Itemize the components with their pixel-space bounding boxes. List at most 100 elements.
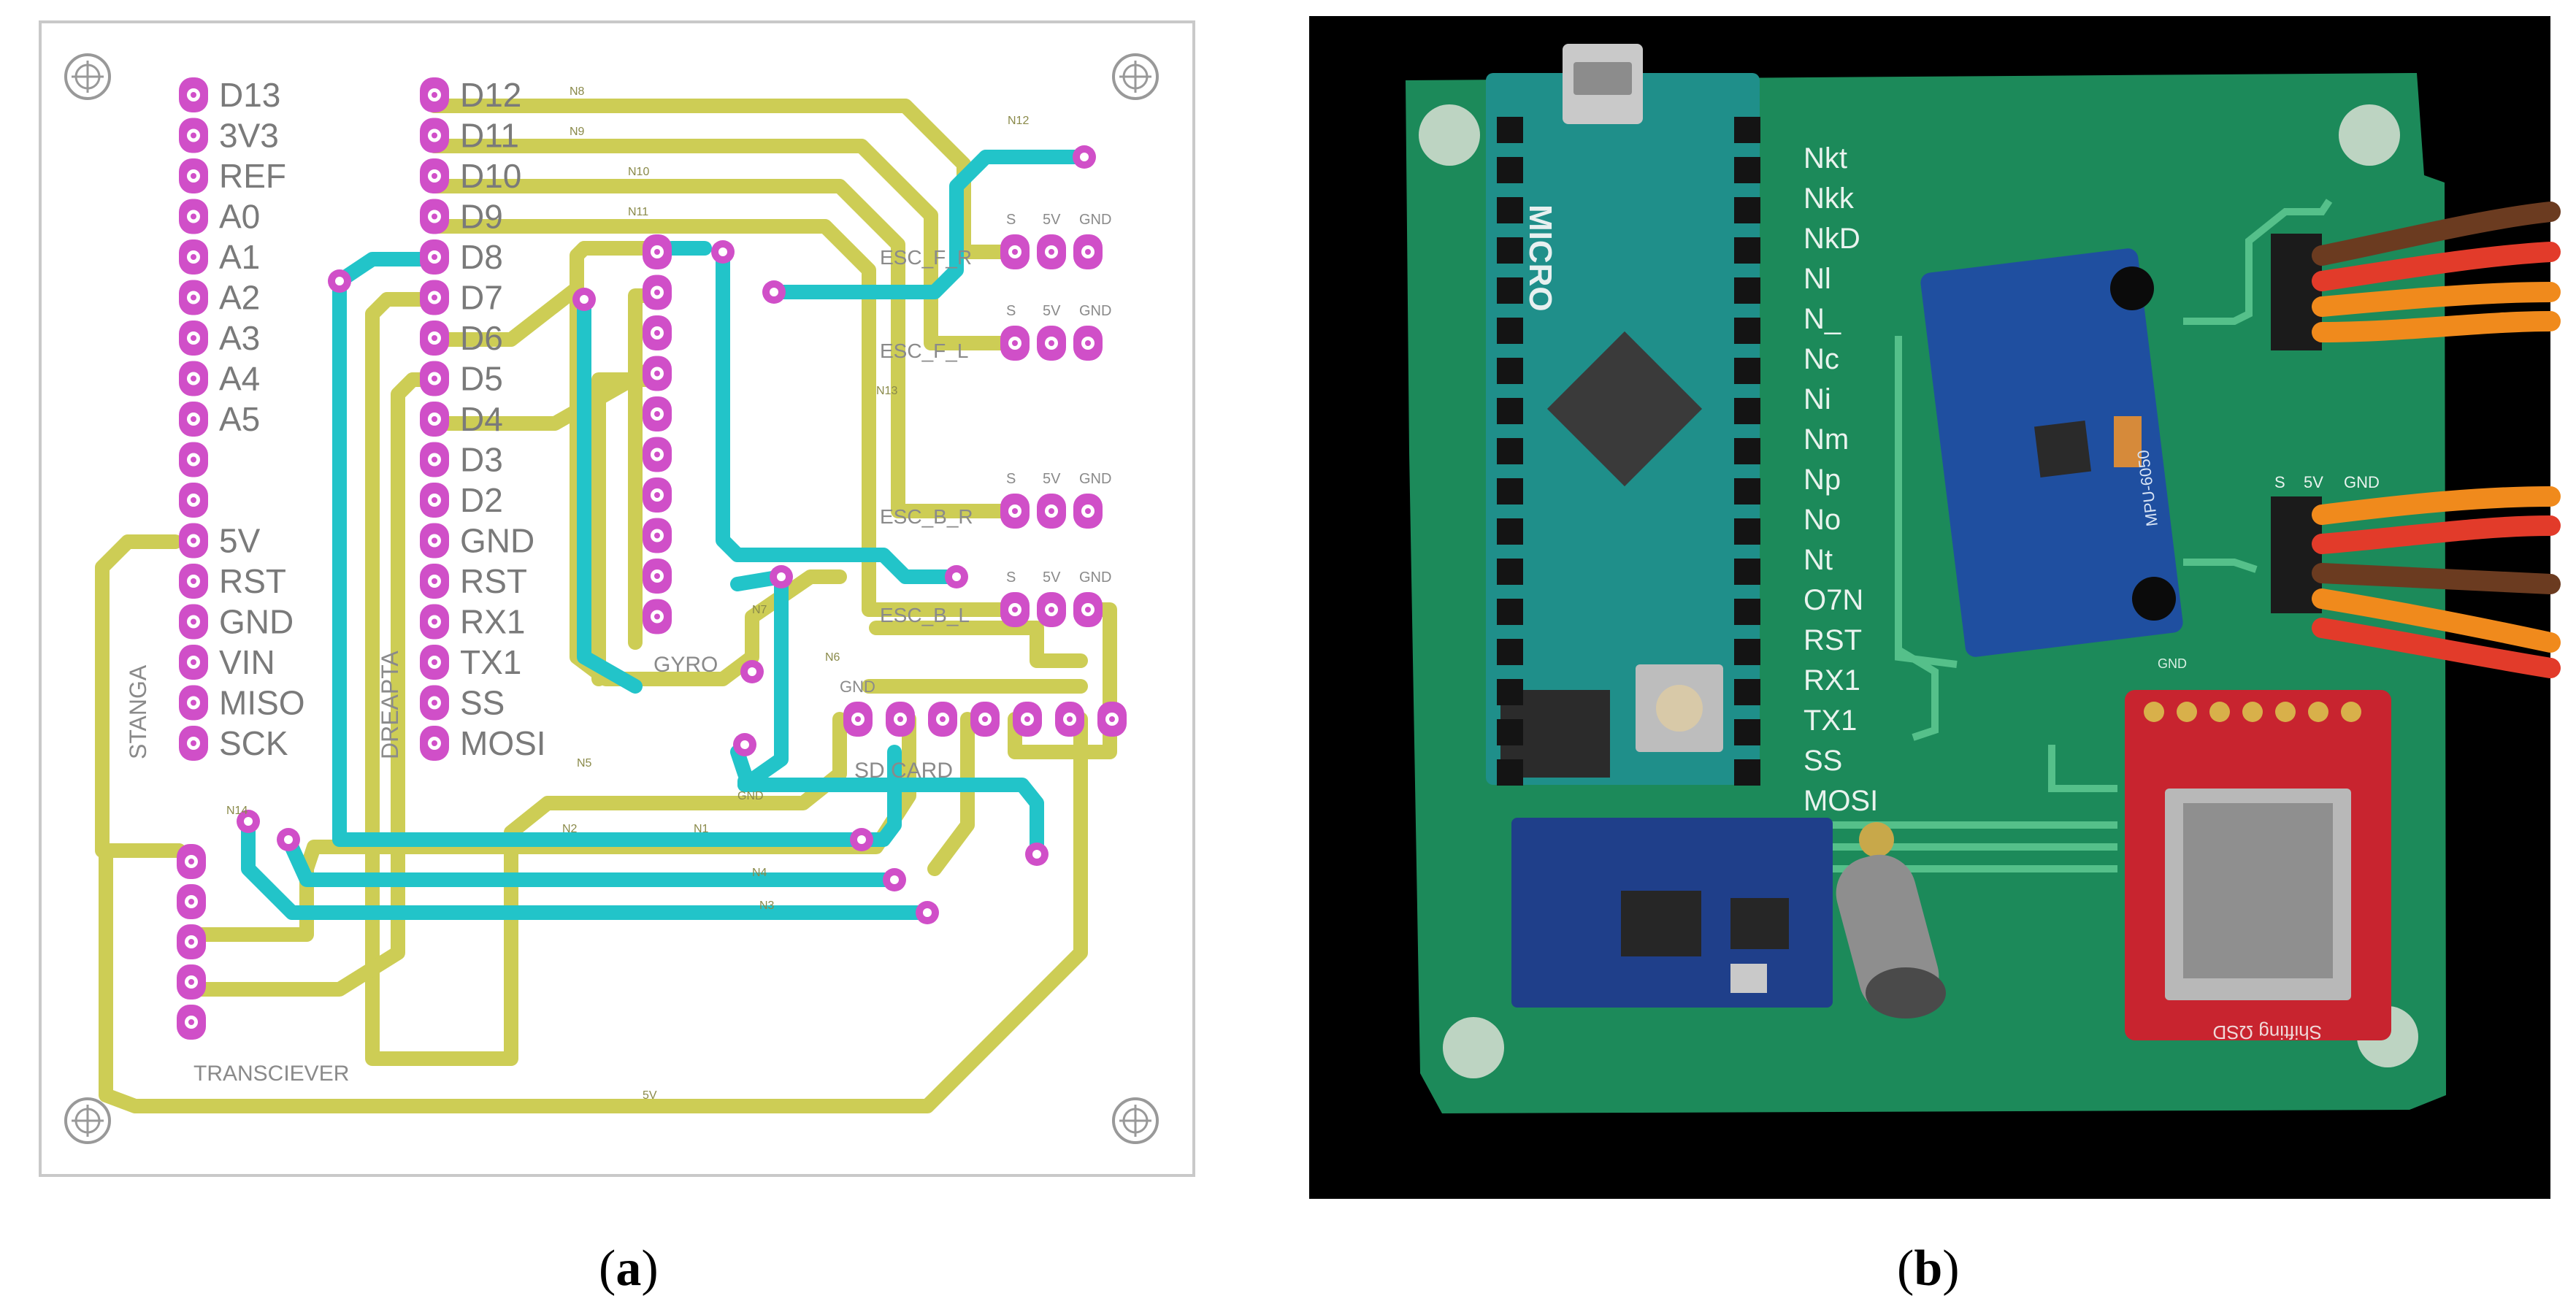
cyan-traces: [241, 150, 1092, 920]
gyro-pad: [643, 275, 672, 310]
via: [237, 810, 260, 833]
board-pin-label: Np: [1803, 464, 1841, 496]
arduino-pin: [1497, 719, 1523, 745]
left-header-pad: [179, 523, 208, 559]
arduino-pin: [1497, 157, 1523, 183]
net-label: N13: [876, 385, 897, 397]
arduino-pin: [1734, 639, 1760, 665]
board-pin-label: SS: [1803, 745, 1842, 777]
mounting-hole-icon: [1419, 104, 1480, 166]
gyro-pad: [643, 477, 672, 513]
arduino-pin: [1497, 759, 1523, 786]
esc-pad: [1037, 592, 1066, 627]
sd-card-module: Shifting ΩSD: [2125, 690, 2391, 1043]
esc-pin-label: 5V: [1043, 303, 1061, 319]
left-pin-label: A4: [219, 360, 260, 398]
gyro-pad: [643, 599, 672, 634]
esc-pin-label: S: [1006, 212, 1016, 228]
via: [740, 660, 764, 683]
esc-connector-pads: [1000, 234, 1103, 627]
panel-a-pcb-layout: D133V3REFA0A1A2A3A4A55VRSTGNDVINMISOSCK …: [39, 20, 1195, 1177]
left-header-pad: [179, 118, 208, 153]
left-header-pad: [179, 239, 208, 275]
esc-pin-label: GND: [1079, 569, 1111, 586]
board-pin-label: NkD: [1803, 223, 1860, 255]
net-label: GND: [737, 790, 764, 802]
gyro-pad: [643, 315, 672, 350]
right-pin-label: D3: [460, 441, 503, 479]
right-pin-label: D8: [460, 238, 503, 276]
board-pin-label: Nt: [1803, 544, 1833, 576]
esc-pad: [1073, 494, 1103, 529]
left-pin-label: D13: [219, 76, 280, 114]
net-label: N12: [1008, 115, 1029, 127]
arduino-pin: [1734, 117, 1760, 143]
esc-label-2: ESC_F_L: [880, 339, 968, 362]
left-header-pad: [179, 442, 208, 477]
arduino-pin: [1734, 759, 1760, 786]
left-pin-label: 3V3: [219, 117, 279, 155]
arduino-pin: [1497, 559, 1523, 585]
connector-label-gnd: GND: [2344, 473, 2380, 491]
left-pin-label: A1: [219, 238, 260, 276]
mounting-hole-icon: [1112, 53, 1159, 100]
esc-pad: [1073, 592, 1103, 627]
right-header-pad: [420, 685, 449, 721]
esc-pin-label: S: [1006, 471, 1016, 487]
panel-b-board-photo: MICRO NktNkkNkDNlN_NcNiNmNpNoNtO7NRSTRX1…: [1309, 16, 2561, 1199]
esc-pad: [1073, 326, 1103, 361]
via: [762, 280, 786, 304]
arduino-pin: [1497, 438, 1523, 464]
left-pin-label: MISO: [219, 684, 305, 722]
gyro-pad: [643, 234, 672, 269]
sd-card-pad: [1097, 702, 1127, 737]
mounting-hole-icon: [2339, 104, 2400, 166]
via: [328, 269, 351, 293]
board-pin-label: Nm: [1803, 423, 1849, 456]
sd-module-pin: [2242, 702, 2263, 722]
arduino-pin: [1734, 478, 1760, 505]
caption-b: (b): [1897, 1240, 1960, 1297]
arduino-text: MICRO: [1522, 204, 1558, 312]
arduino-pin: [1497, 518, 1523, 545]
esc-pad: [1037, 494, 1066, 529]
sd-card-pad: [970, 702, 1000, 737]
net-label: N9: [570, 126, 585, 138]
via: [711, 240, 735, 264]
net-label: N5: [577, 757, 592, 770]
arduino-pin: [1497, 398, 1523, 424]
right-header-labels: D12D11D10D9D8D7D6D5D4D3D2GNDRSTRX1TX1SSM…: [460, 76, 546, 762]
arduino-pin: [1734, 438, 1760, 464]
sd-module-text: Shifting ΩSD: [2213, 1021, 2323, 1043]
left-header-name: STANGA: [125, 664, 151, 759]
arduino-pin: [1497, 117, 1523, 143]
arduino-pin: [1497, 679, 1523, 705]
via: [1025, 843, 1049, 866]
right-pin-label: D2: [460, 481, 503, 519]
gyro-pad: [643, 518, 672, 553]
left-header-pad: [179, 199, 208, 234]
transceiver-module: [1511, 818, 1946, 1018]
gyro-pad: [643, 396, 672, 431]
esc-pin-label: GND: [1079, 471, 1111, 487]
sd-card-pad: [886, 702, 915, 737]
right-pin-label: SS: [460, 684, 505, 722]
right-header-pad: [420, 361, 449, 396]
arduino-pin: [1734, 237, 1760, 264]
right-pin-label: D9: [460, 198, 503, 236]
sd-module-pin: [2341, 702, 2361, 722]
net-label: N10: [628, 166, 649, 178]
arduino-pin: [1497, 358, 1523, 384]
arduino-pin: [1497, 318, 1523, 344]
right-header-pad: [420, 239, 449, 275]
gyro-pads: [643, 234, 672, 634]
arduino-pin: [1497, 197, 1523, 223]
right-header-pad: [420, 442, 449, 477]
right-pin-label: TX1: [460, 643, 521, 681]
arduino-pin: [1734, 518, 1760, 545]
via: [733, 733, 756, 756]
gyro-label: GYRO: [653, 653, 718, 677]
